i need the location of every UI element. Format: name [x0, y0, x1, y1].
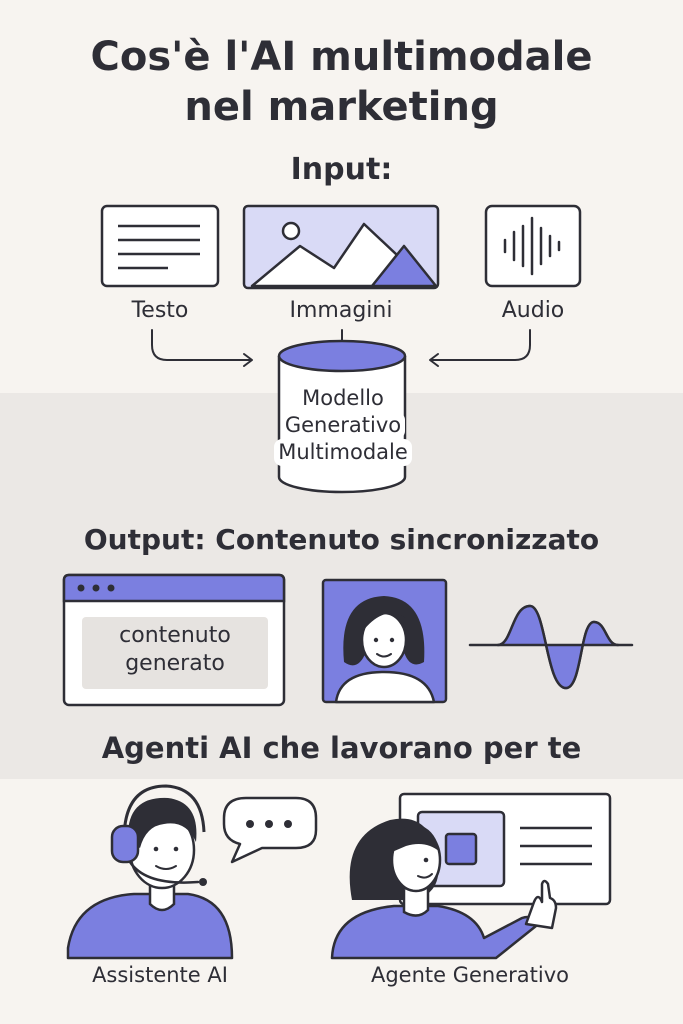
- title-line-1: Cos'è l'AI multimodale: [90, 34, 593, 80]
- generated-line-2: generato: [125, 651, 225, 676]
- model-label-line-2: Generativo: [280, 412, 406, 439]
- model-label: Modello Generativo Multimodale: [258, 385, 428, 466]
- browser-window-icon: [62, 573, 286, 707]
- title-line-2: nel marketing: [184, 84, 499, 130]
- image-landscape-icon: [242, 204, 440, 290]
- sound-wave-icon: [468, 604, 634, 690]
- assistant-person-icon: [66, 784, 234, 960]
- assistant-label: Assistente AI: [92, 963, 228, 987]
- images-label: Immagini: [289, 298, 393, 323]
- agents-heading: Agenti AI che lavorano per te: [101, 731, 582, 765]
- generative-agent-person-icon: [330, 818, 558, 960]
- audio-waveform-icon: [484, 204, 582, 288]
- generated-line-1: contenuto: [119, 623, 231, 648]
- text-document-icon: [100, 204, 220, 288]
- generated-content-text: contenuto generato: [80, 622, 270, 678]
- page-title: Cos'è l'AI multimodale nel marketing: [0, 32, 683, 132]
- avatar-portrait-icon: [321, 578, 448, 704]
- screen-panel-icon: [398, 792, 612, 906]
- model-label-line-1: Modello: [298, 385, 388, 412]
- model-label-line-3: Multimodale: [274, 439, 412, 466]
- generative-agent-label: Agente Generativo: [370, 963, 570, 987]
- output-heading: Output: Contenuto sincronizzato: [83, 523, 600, 556]
- text-label: Testo: [131, 298, 189, 323]
- input-heading: Input:: [290, 152, 393, 187]
- speech-bubble-icon: [222, 796, 318, 864]
- audio-label: Audio: [501, 298, 565, 323]
